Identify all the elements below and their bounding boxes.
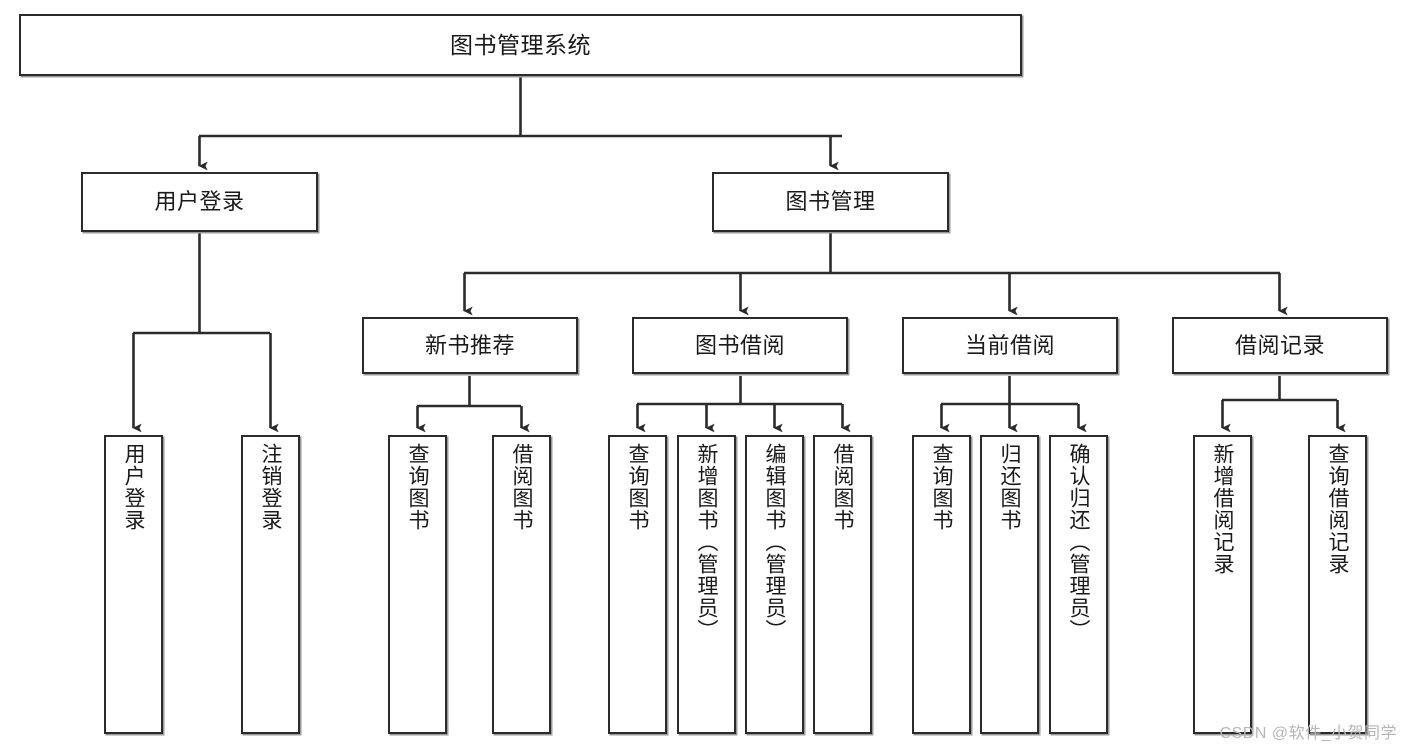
node-label: 查询图书 xyxy=(626,443,649,531)
node-root-book-management-system[interactable]: 图书管理系统 xyxy=(19,14,1022,76)
node-label: 借阅图书 xyxy=(831,443,854,531)
node-label: 借阅图书 xyxy=(510,443,533,531)
node-label: 查询图书 xyxy=(930,443,953,531)
leaf-confirm-return-admin[interactable]: 确认归还（管理员） xyxy=(1049,435,1108,734)
leaf-query-book-current[interactable]: 查询图书 xyxy=(912,435,971,734)
leaf-borrow-book-recommend[interactable]: 借阅图书 xyxy=(492,435,551,734)
node-label: 借阅记录 xyxy=(1234,332,1325,358)
leaf-query-borrow-record[interactable]: 查询借阅记录 xyxy=(1308,435,1367,734)
leaf-borrow-book[interactable]: 借阅图书 xyxy=(813,435,872,734)
node-label: 编辑图书（管理员） xyxy=(763,443,786,641)
leaf-query-book-recommend[interactable]: 查询图书 xyxy=(388,435,447,734)
leaf-user-login[interactable]: 用户登录 xyxy=(104,435,163,734)
leaf-add-borrow-record[interactable]: 新增借阅记录 xyxy=(1193,435,1252,734)
node-label: 查询借阅记录 xyxy=(1326,443,1349,575)
node-label: 图书管理 xyxy=(785,189,876,215)
node-label: 确认归还（管理员） xyxy=(1067,443,1090,641)
leaf-edit-book-admin[interactable]: 编辑图书（管理员） xyxy=(745,435,804,734)
node-label: 查询图书 xyxy=(406,443,429,531)
csdn-watermark: CSDN @软件_小贺同学 xyxy=(1219,725,1397,742)
node-label: 用户登录 xyxy=(122,443,145,531)
leaf-add-book-admin[interactable]: 新增图书（管理员） xyxy=(677,435,736,734)
node-label: 新增借阅记录 xyxy=(1211,443,1234,575)
node-label: 图书管理系统 xyxy=(450,31,591,58)
node-label: 新增图书（管理员） xyxy=(695,443,718,641)
node-label: 新书推荐 xyxy=(424,332,515,358)
node-current-borrow[interactable]: 当前借阅 xyxy=(902,317,1118,374)
node-book-borrow[interactable]: 图书借阅 xyxy=(632,317,848,374)
node-label: 当前借阅 xyxy=(964,332,1055,358)
leaf-logout[interactable]: 注销登录 xyxy=(241,435,300,734)
node-label: 归还图书 xyxy=(998,443,1021,531)
node-user-login[interactable]: 用户登录 xyxy=(81,172,318,232)
node-book-management[interactable]: 图书管理 xyxy=(712,172,949,232)
node-label: 注销登录 xyxy=(259,443,282,531)
leaf-query-book-borrow[interactable]: 查询图书 xyxy=(608,435,667,734)
node-label: 图书借阅 xyxy=(694,332,785,358)
node-new-book-recommend[interactable]: 新书推荐 xyxy=(362,317,578,374)
node-label: 用户登录 xyxy=(154,189,245,215)
node-borrow-record[interactable]: 借阅记录 xyxy=(1172,317,1388,374)
leaf-return-book[interactable]: 归还图书 xyxy=(980,435,1039,734)
